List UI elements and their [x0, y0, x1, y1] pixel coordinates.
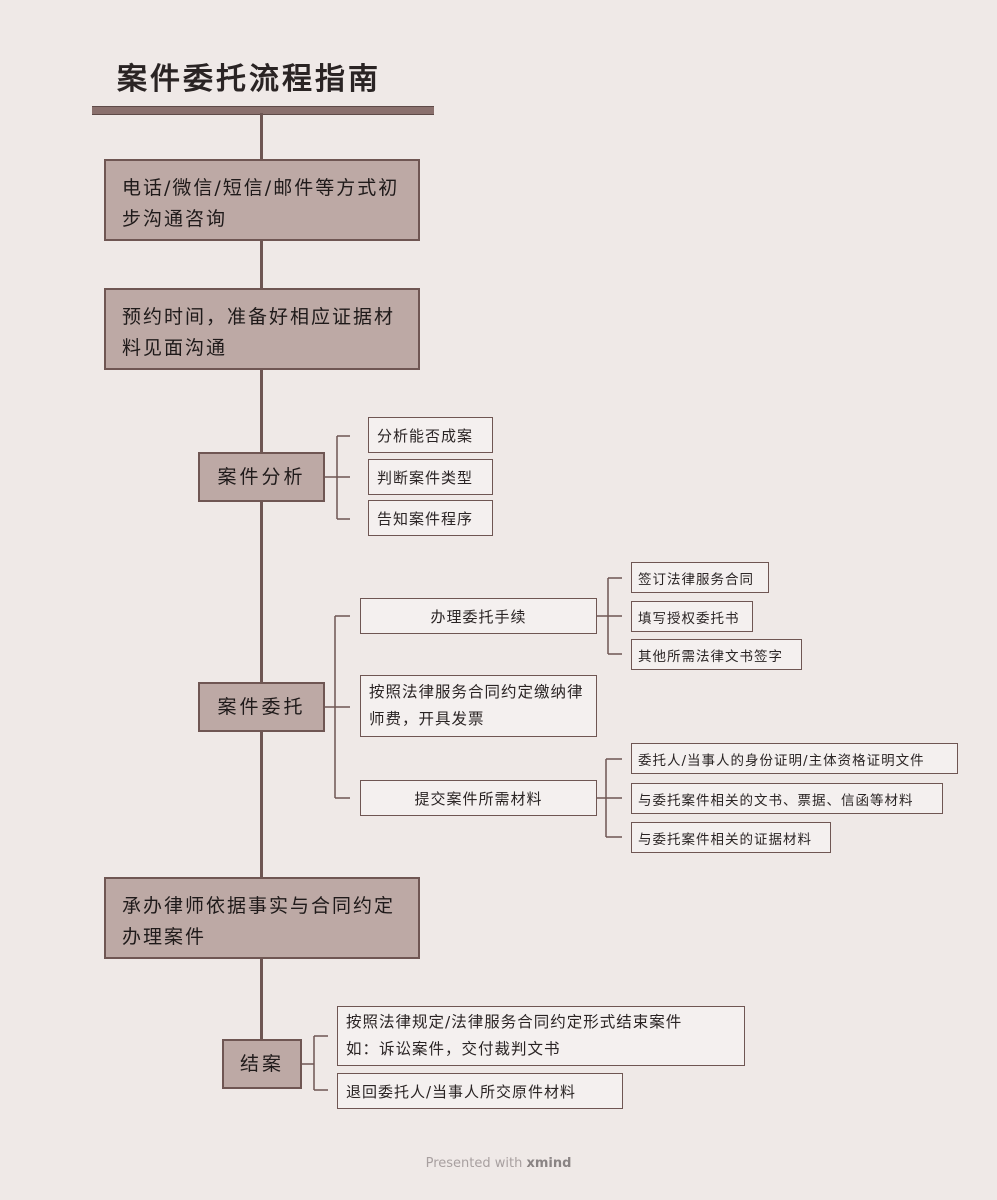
footer-prefix: Presented with — [425, 1156, 523, 1171]
entrust-procedure-label: 办理委托手续 — [430, 607, 527, 626]
entrust-fee[interactable]: 按照法律服务合同约定缴纳律师费，开具发票 — [360, 675, 597, 737]
materials-item-1[interactable]: 委托人/当事人的身份证明/主体资格证明文件 — [631, 743, 958, 774]
step-closing[interactable]: 结案 — [222, 1039, 302, 1089]
step-case-analysis[interactable]: 案件分析 — [198, 452, 325, 502]
materials-item-3[interactable]: 与委托案件相关的证据材料 — [631, 822, 831, 853]
footer-brand: xmind — [526, 1156, 572, 1171]
step-appointment[interactable]: 预约时间，准备好相应证据材料见面沟通 — [104, 288, 420, 370]
procedure-item-3[interactable]: 其他所需法律文书签字 — [631, 639, 802, 670]
step-case-entrust-label: 案件委托 — [217, 695, 306, 718]
connector-closing — [302, 1035, 328, 1091]
connector-analysis — [325, 435, 350, 520]
step-case-analysis-label: 案件分析 — [217, 465, 306, 488]
materials-item-2-label: 与委托案件相关的文书、票据、信函等材料 — [638, 792, 914, 809]
materials-item-3-label: 与委托案件相关的证据材料 — [638, 831, 812, 848]
entrust-fee-label: 按照法律服务合同约定缴纳律师费，开具发票 — [369, 683, 584, 728]
step-initial-consult[interactable]: 电话/微信/短信/邮件等方式初步沟通咨询 — [104, 159, 420, 241]
procedure-item-3-label: 其他所需法律文书签字 — [638, 648, 783, 665]
connector-procedure — [597, 577, 622, 655]
analysis-item-1[interactable]: 分析能否成案 — [368, 417, 493, 453]
analysis-item-2-label: 判断案件类型 — [377, 468, 474, 487]
analysis-item-2[interactable]: 判断案件类型 — [368, 459, 493, 495]
procedure-item-1[interactable]: 签订法律服务合同 — [631, 562, 769, 593]
procedure-item-1-label: 签订法律服务合同 — [638, 571, 754, 588]
closing-return-materials-label: 退回委托人/当事人所交原件材料 — [346, 1082, 577, 1101]
closing-end-case[interactable]: 按照法律规定/法律服务合同约定形式结束案件 如：诉讼案件，交付裁判文书 — [337, 1006, 745, 1066]
analysis-item-3[interactable]: 告知案件程序 — [368, 500, 493, 536]
materials-item-2[interactable]: 与委托案件相关的文书、票据、信函等材料 — [631, 783, 943, 814]
step-handle-case[interactable]: 承办律师依据事实与合同约定办理案件 — [104, 877, 420, 959]
step-case-entrust[interactable]: 案件委托 — [198, 682, 325, 732]
materials-item-1-label: 委托人/当事人的身份证明/主体资格证明文件 — [638, 752, 925, 769]
step-closing-label: 结案 — [239, 1052, 284, 1075]
analysis-item-3-label: 告知案件程序 — [377, 509, 474, 528]
entrust-materials-label: 提交案件所需材料 — [414, 789, 543, 808]
analysis-item-1-label: 分析能否成案 — [377, 426, 474, 445]
procedure-item-2[interactable]: 填写授权委托书 — [631, 601, 753, 632]
step-initial-consult-label: 电话/微信/短信/邮件等方式初步沟通咨询 — [122, 177, 400, 230]
footer-credit: Presented with xmind — [0, 1156, 997, 1171]
step-appointment-label: 预约时间，准备好相应证据材料见面沟通 — [122, 306, 396, 359]
closing-end-case-line1: 按照法律规定/法律服务合同约定形式结束案件 — [346, 1013, 683, 1031]
entrust-materials[interactable]: 提交案件所需材料 — [360, 780, 597, 816]
step-handle-case-label: 承办律师依据事实与合同约定办理案件 — [122, 895, 396, 948]
connector-materials — [597, 758, 622, 838]
procedure-item-2-label: 填写授权委托书 — [638, 610, 740, 627]
title-underline — [92, 106, 434, 115]
closing-return-materials[interactable]: 退回委托人/当事人所交原件材料 — [337, 1073, 623, 1109]
connector-entrust — [325, 615, 350, 799]
entrust-procedure[interactable]: 办理委托手续 — [360, 598, 597, 634]
closing-end-case-line2: 如：诉讼案件，交付裁判文书 — [346, 1040, 561, 1058]
page-title: 案件委托流程指南 — [117, 62, 381, 97]
main-spine — [260, 113, 263, 1053]
